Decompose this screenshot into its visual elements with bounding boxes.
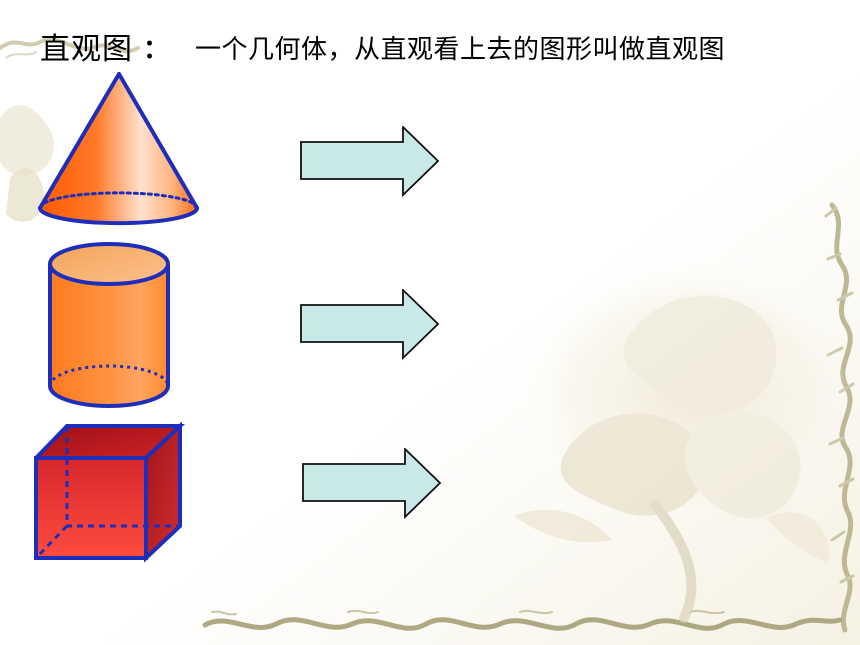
cone-icon <box>38 72 199 226</box>
right-arrow-icon-3 <box>302 448 442 520</box>
right-vine-decoration <box>824 202 855 633</box>
slide-heading: 直观图 ： 一个几何体，从直观看上去的图形叫做直观图 <box>40 30 820 70</box>
right-arrow-icon-1 <box>300 126 440 198</box>
right-arrow-icon-2 <box>300 289 440 361</box>
heading-definition: 一个几何体，从直观看上去的图形叫做直观图 <box>195 35 726 65</box>
bottom-vine-decoration <box>202 609 843 631</box>
cube-icon <box>34 422 186 563</box>
heading-colon: ： <box>143 35 170 65</box>
faded-flower-decoration <box>514 270 845 623</box>
cylinder-icon <box>48 242 170 408</box>
heading-term: 直观图 <box>40 32 133 67</box>
